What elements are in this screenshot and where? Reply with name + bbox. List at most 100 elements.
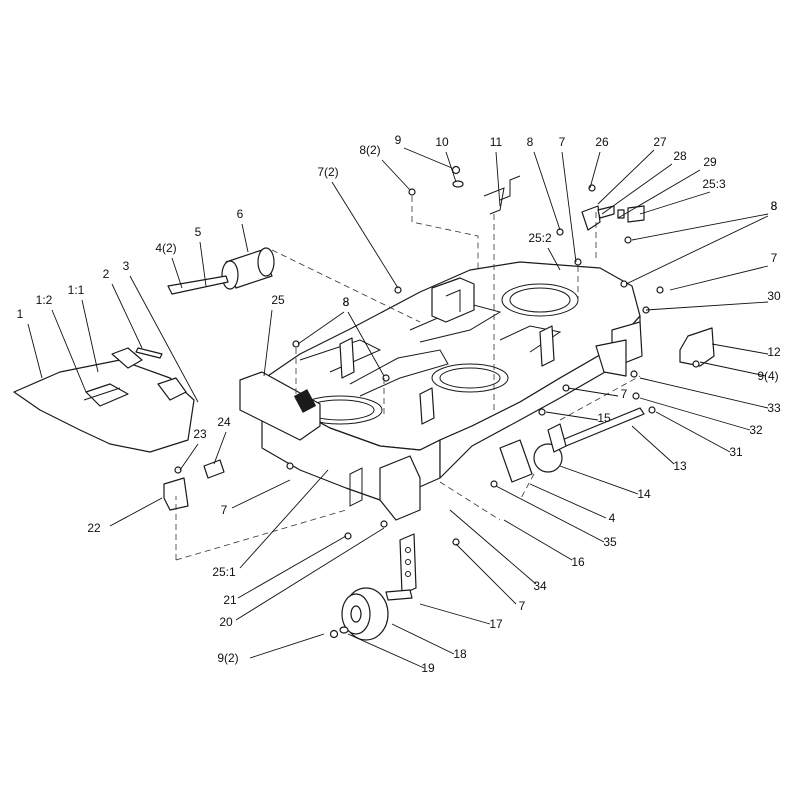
chute-bracket [163, 477, 189, 511]
leader-line-c53 [213, 431, 227, 465]
callout-label-c15: 8 [527, 135, 534, 149]
callout-label-c1: 1 [17, 307, 24, 321]
leader-line-c41 [449, 509, 537, 585]
callout-label-c2: 1:2 [36, 293, 53, 307]
leader-line-c10 [331, 181, 399, 289]
deck-decal [293, 389, 317, 413]
chute-pivot [203, 459, 225, 479]
rear-bracket [679, 327, 715, 367]
callout-label-c37: 14 [637, 487, 651, 501]
leader-line-c6 [171, 257, 183, 289]
leader-line-c48 [237, 535, 347, 599]
leader-line-c34 [567, 387, 619, 397]
callout-label-c52: 23 [193, 427, 207, 441]
deck-housing [239, 261, 641, 521]
leader-line-c52 [179, 443, 199, 471]
callout-label-c24: 8 [771, 199, 778, 213]
callout-label-c48: 21 [223, 593, 237, 607]
callout-label-c26: 30 [767, 289, 781, 303]
leader-line-c51 [109, 497, 163, 527]
leader-line-c44 [391, 623, 455, 655]
callout-label-c9: 25 [271, 293, 285, 307]
callout-label-c22: 25:2 [528, 231, 552, 245]
callout-label-c12: 9 [395, 133, 402, 147]
spindle-opening-right [501, 283, 579, 317]
spindle-opening-center [431, 363, 509, 393]
callout-label-c44: 18 [453, 647, 467, 661]
caster-wheel [341, 587, 389, 641]
callout-label-c33: 31 [729, 445, 743, 459]
leader-line-c22 [547, 247, 561, 271]
leader-line-c43 [419, 603, 491, 625]
leader-line-c27 [297, 311, 345, 345]
callout-label-c13: 10 [435, 135, 449, 149]
callout-label-c18: 27 [653, 135, 667, 149]
leader-line-c1 [27, 323, 43, 379]
pin [135, 347, 163, 359]
leader-line-c23 [631, 213, 769, 241]
leader-line-c26 [645, 301, 769, 311]
leader-line-c13 [445, 151, 457, 183]
callout-label-c6: 4(2) [155, 241, 176, 255]
leader-line-c2 [51, 309, 87, 393]
leader-line-c50 [231, 479, 291, 509]
callout-label-c16: 7 [559, 135, 566, 149]
callout-label-c17: 26 [595, 135, 609, 149]
leader-line-c47 [235, 527, 385, 621]
leader-line-c14 [495, 151, 501, 207]
callout-label-c27: 8 [343, 295, 350, 309]
callout-label-c51: 22 [87, 521, 101, 535]
grease-fitting-assembly [581, 205, 645, 231]
callout-label-c5: 3 [123, 259, 130, 273]
spring-rod [483, 175, 521, 215]
leader-line-c19 [601, 163, 673, 215]
leader-line-c8 [241, 223, 249, 253]
callout-label-c42: 7 [519, 599, 526, 613]
leader-line-c46 [249, 633, 325, 659]
callout-label-c21: 25:3 [702, 177, 726, 191]
callout-label-c28: 8 [343, 295, 350, 309]
callout-label-c43: 17 [489, 617, 503, 631]
leader-line-c15 [533, 151, 561, 231]
leader-line-c28 [347, 311, 385, 377]
leader-line-c29 [711, 343, 769, 355]
callout-label-c35: 15 [597, 411, 611, 425]
callout-label-c39: 35 [603, 535, 617, 549]
leader-line-c35 [545, 411, 599, 421]
callout-label-c30: 9(4) [757, 369, 778, 383]
callout-label-c38: 4 [609, 511, 616, 525]
callout-label-c41: 34 [533, 579, 547, 593]
leader-line-c21 [639, 191, 711, 215]
leader-line-c36 [631, 425, 675, 465]
anti-scalp-roller [221, 247, 275, 290]
callout-label-c7: 5 [195, 225, 202, 239]
callout-label-c46: 9(2) [217, 651, 238, 665]
callout-label-c14: 11 [490, 135, 503, 149]
callout-label-c49: 25:1 [212, 565, 236, 579]
callout-label-c11: 8(2) [359, 143, 380, 157]
leader-line-c39 [495, 485, 605, 543]
leader-line-c24 [625, 215, 769, 285]
leader-line-c7 [199, 241, 207, 287]
leader-line-c3 [81, 299, 99, 373]
leader-line-c40 [503, 519, 573, 561]
leader-line-c31 [639, 377, 769, 409]
callout-label-c25: 7 [771, 251, 778, 265]
leader-line-c20 [617, 169, 701, 219]
leader-line-c25 [669, 265, 769, 291]
callout-label-c31: 33 [767, 401, 781, 415]
callout-label-c10: 7(2) [317, 165, 338, 179]
leader-line-c17 [589, 151, 601, 189]
leader-line-c33 [655, 411, 731, 453]
callout-label-c34: 7 [621, 387, 628, 401]
callout-label-c45: 19 [421, 661, 435, 675]
leader-line-c49 [239, 469, 329, 569]
callout-label-c32: 32 [749, 423, 763, 437]
leader-line-c5 [129, 275, 199, 403]
leader-line-c4 [111, 283, 143, 349]
callout-label-c20: 29 [703, 155, 717, 169]
nut [451, 165, 461, 175]
caster-arm [385, 533, 417, 601]
